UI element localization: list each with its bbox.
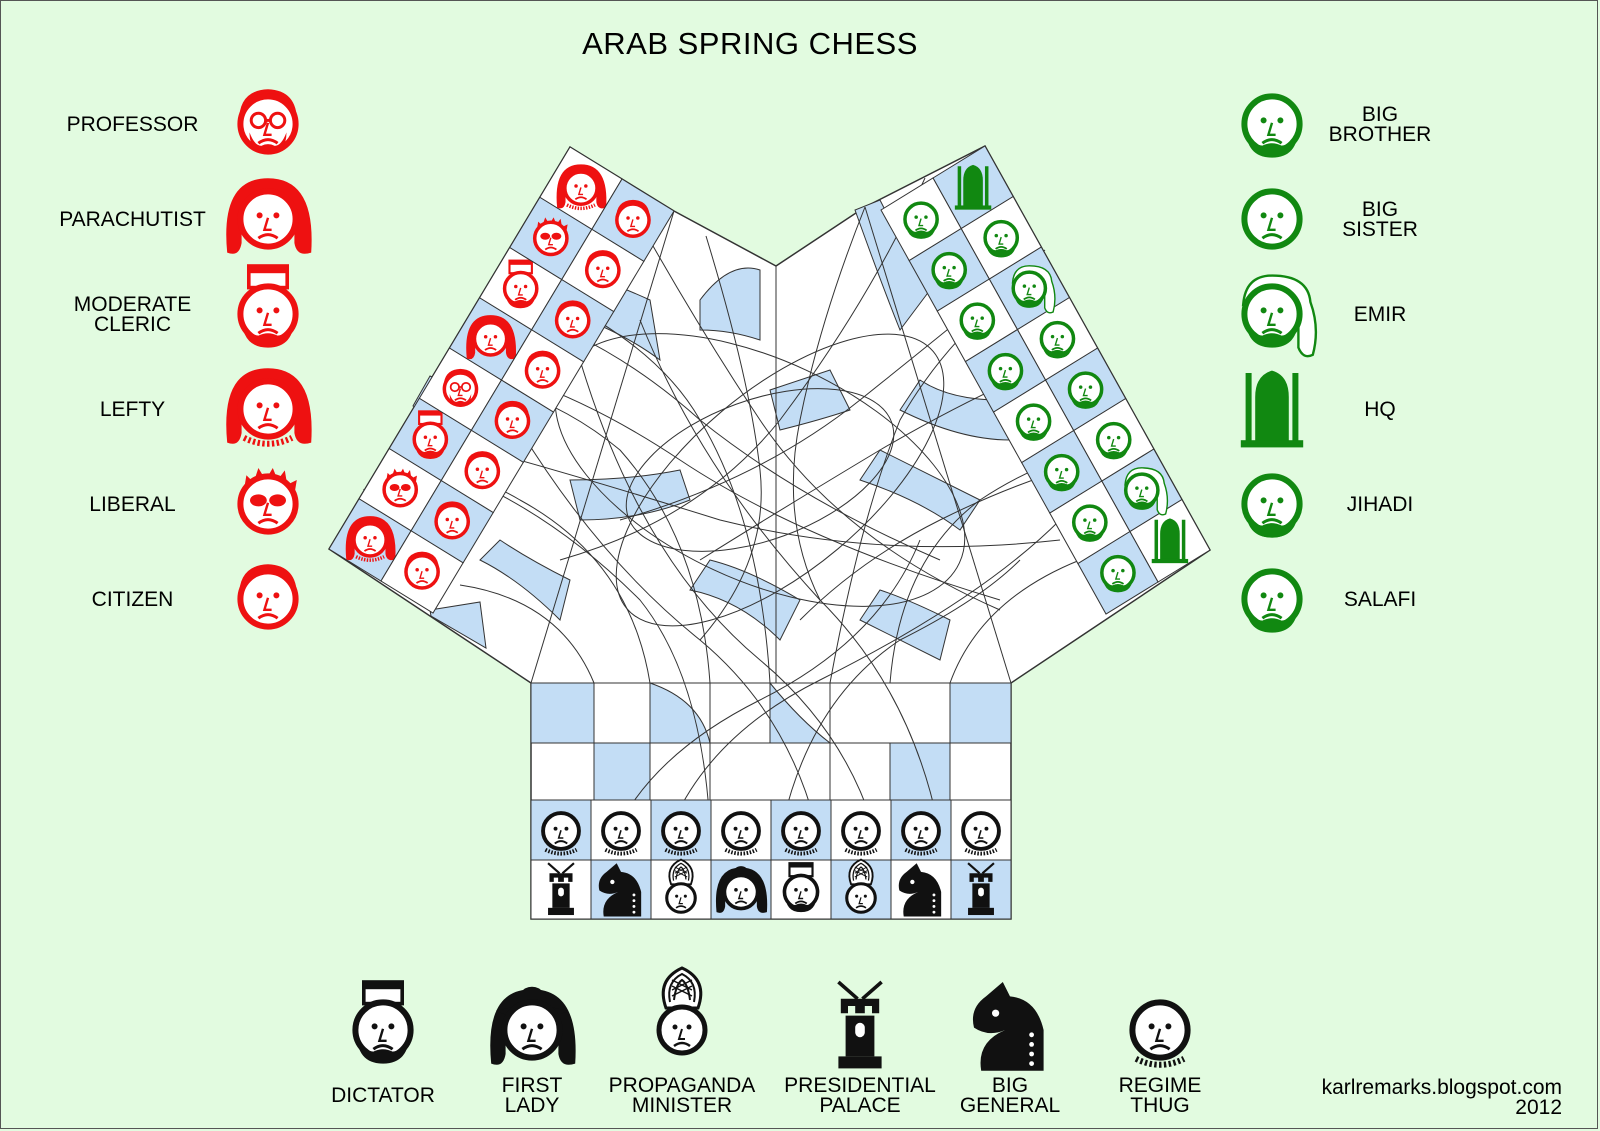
green-piece-big-brother <box>1095 421 1132 460</box>
red-piece-professor <box>442 368 479 407</box>
red-piece-citizen <box>434 501 471 540</box>
green-piece-salafi <box>903 201 939 239</box>
green-legend-label: BIG BROTHER <box>1328 103 1432 146</box>
green-piece-jihadi <box>983 219 1020 258</box>
regime-thug-icon <box>1132 1002 1187 1064</box>
red-piece-citizen <box>464 451 501 490</box>
salafi-icon <box>1244 571 1299 633</box>
green-legend-label: EMIR <box>1353 303 1407 326</box>
lefty-icon <box>226 368 312 444</box>
black-legend-label: PROPAGANDA MINISTER <box>608 1074 756 1117</box>
propaganda-minister-icon <box>659 966 705 1053</box>
black-legend-label: DICTATOR <box>331 1084 435 1107</box>
green-piece-salafi <box>959 302 996 340</box>
professor-icon <box>239 89 297 154</box>
credit-site: karlremarks.blogspot.com <box>1321 1076 1562 1099</box>
black-legend-label: PRESIDENTIAL PALACE <box>784 1074 936 1117</box>
board-pieces <box>328 145 1211 920</box>
green-legend-label: HQ <box>1364 398 1396 421</box>
presidential-palace-icon <box>836 980 884 1071</box>
hq-icon <box>1240 370 1304 448</box>
green-piece-salafi <box>1043 453 1080 492</box>
green-piece-salafi <box>1100 554 1136 593</box>
green-legend-label: BIG SISTER <box>1342 198 1418 241</box>
red-piece-moderate-cleric <box>502 259 539 309</box>
green-legend-label: JIHADI <box>1346 493 1414 516</box>
green-piece-salafi <box>987 352 1024 391</box>
red-piece-citizen <box>404 551 440 590</box>
green-piece-hq <box>954 164 992 210</box>
red-piece-citizen <box>494 400 531 439</box>
credit-year: 2012 <box>1515 1096 1562 1119</box>
green-legend-label: SALAFI <box>1343 588 1417 611</box>
red-piece-moderate-cleric <box>412 410 449 459</box>
green-piece-salafi <box>1015 403 1052 441</box>
moderate-cleric-icon <box>240 264 295 348</box>
citizen-icon <box>239 564 297 626</box>
green-piece-salafi <box>1071 504 1108 542</box>
black-legend-label: REGIME THUG <box>1118 1074 1202 1117</box>
red-piece-citizen <box>584 250 621 289</box>
page-title: ARAB SPRING CHESS <box>582 26 918 61</box>
red-piece-citizen <box>554 300 591 339</box>
red-legend-label: PARACHUTIST <box>59 208 206 231</box>
green-piece-jihadi <box>1039 320 1076 359</box>
red-legend-label: CITIZEN <box>91 588 174 611</box>
liberal-icon <box>240 468 296 532</box>
red-legend-label: MODERATE CLERIC <box>73 293 192 336</box>
green-piece-hq <box>1151 518 1189 564</box>
black-piece-propaganda-minister <box>845 858 877 914</box>
red-piece-citizen <box>524 350 561 389</box>
black-legend-label: BIG GENERAL <box>959 1074 1061 1117</box>
parachutist-icon <box>226 178 312 254</box>
red-legend-label: LIBERAL <box>89 493 176 516</box>
red-legend-label: PROFESSOR <box>66 113 199 136</box>
green-piece-salafi <box>931 251 968 290</box>
red-legend-label: LEFTY <box>99 398 166 421</box>
red-piece-citizen <box>615 199 651 238</box>
dictator-icon <box>355 980 410 1064</box>
black-legend-label: FIRST LADY <box>501 1074 563 1117</box>
black-piece-propaganda-minister <box>665 858 697 914</box>
black-piece-dictator <box>782 862 820 913</box>
big-sister-icon <box>1244 191 1299 246</box>
first-lady-icon <box>490 986 576 1065</box>
green-piece-big-brother <box>1067 371 1104 409</box>
credit: karlremarks.blogspot.com 2012 <box>1321 1076 1562 1119</box>
jihadi-icon <box>1244 476 1299 538</box>
big-general-icon <box>972 982 1044 1071</box>
big-brother-icon <box>1244 96 1299 158</box>
